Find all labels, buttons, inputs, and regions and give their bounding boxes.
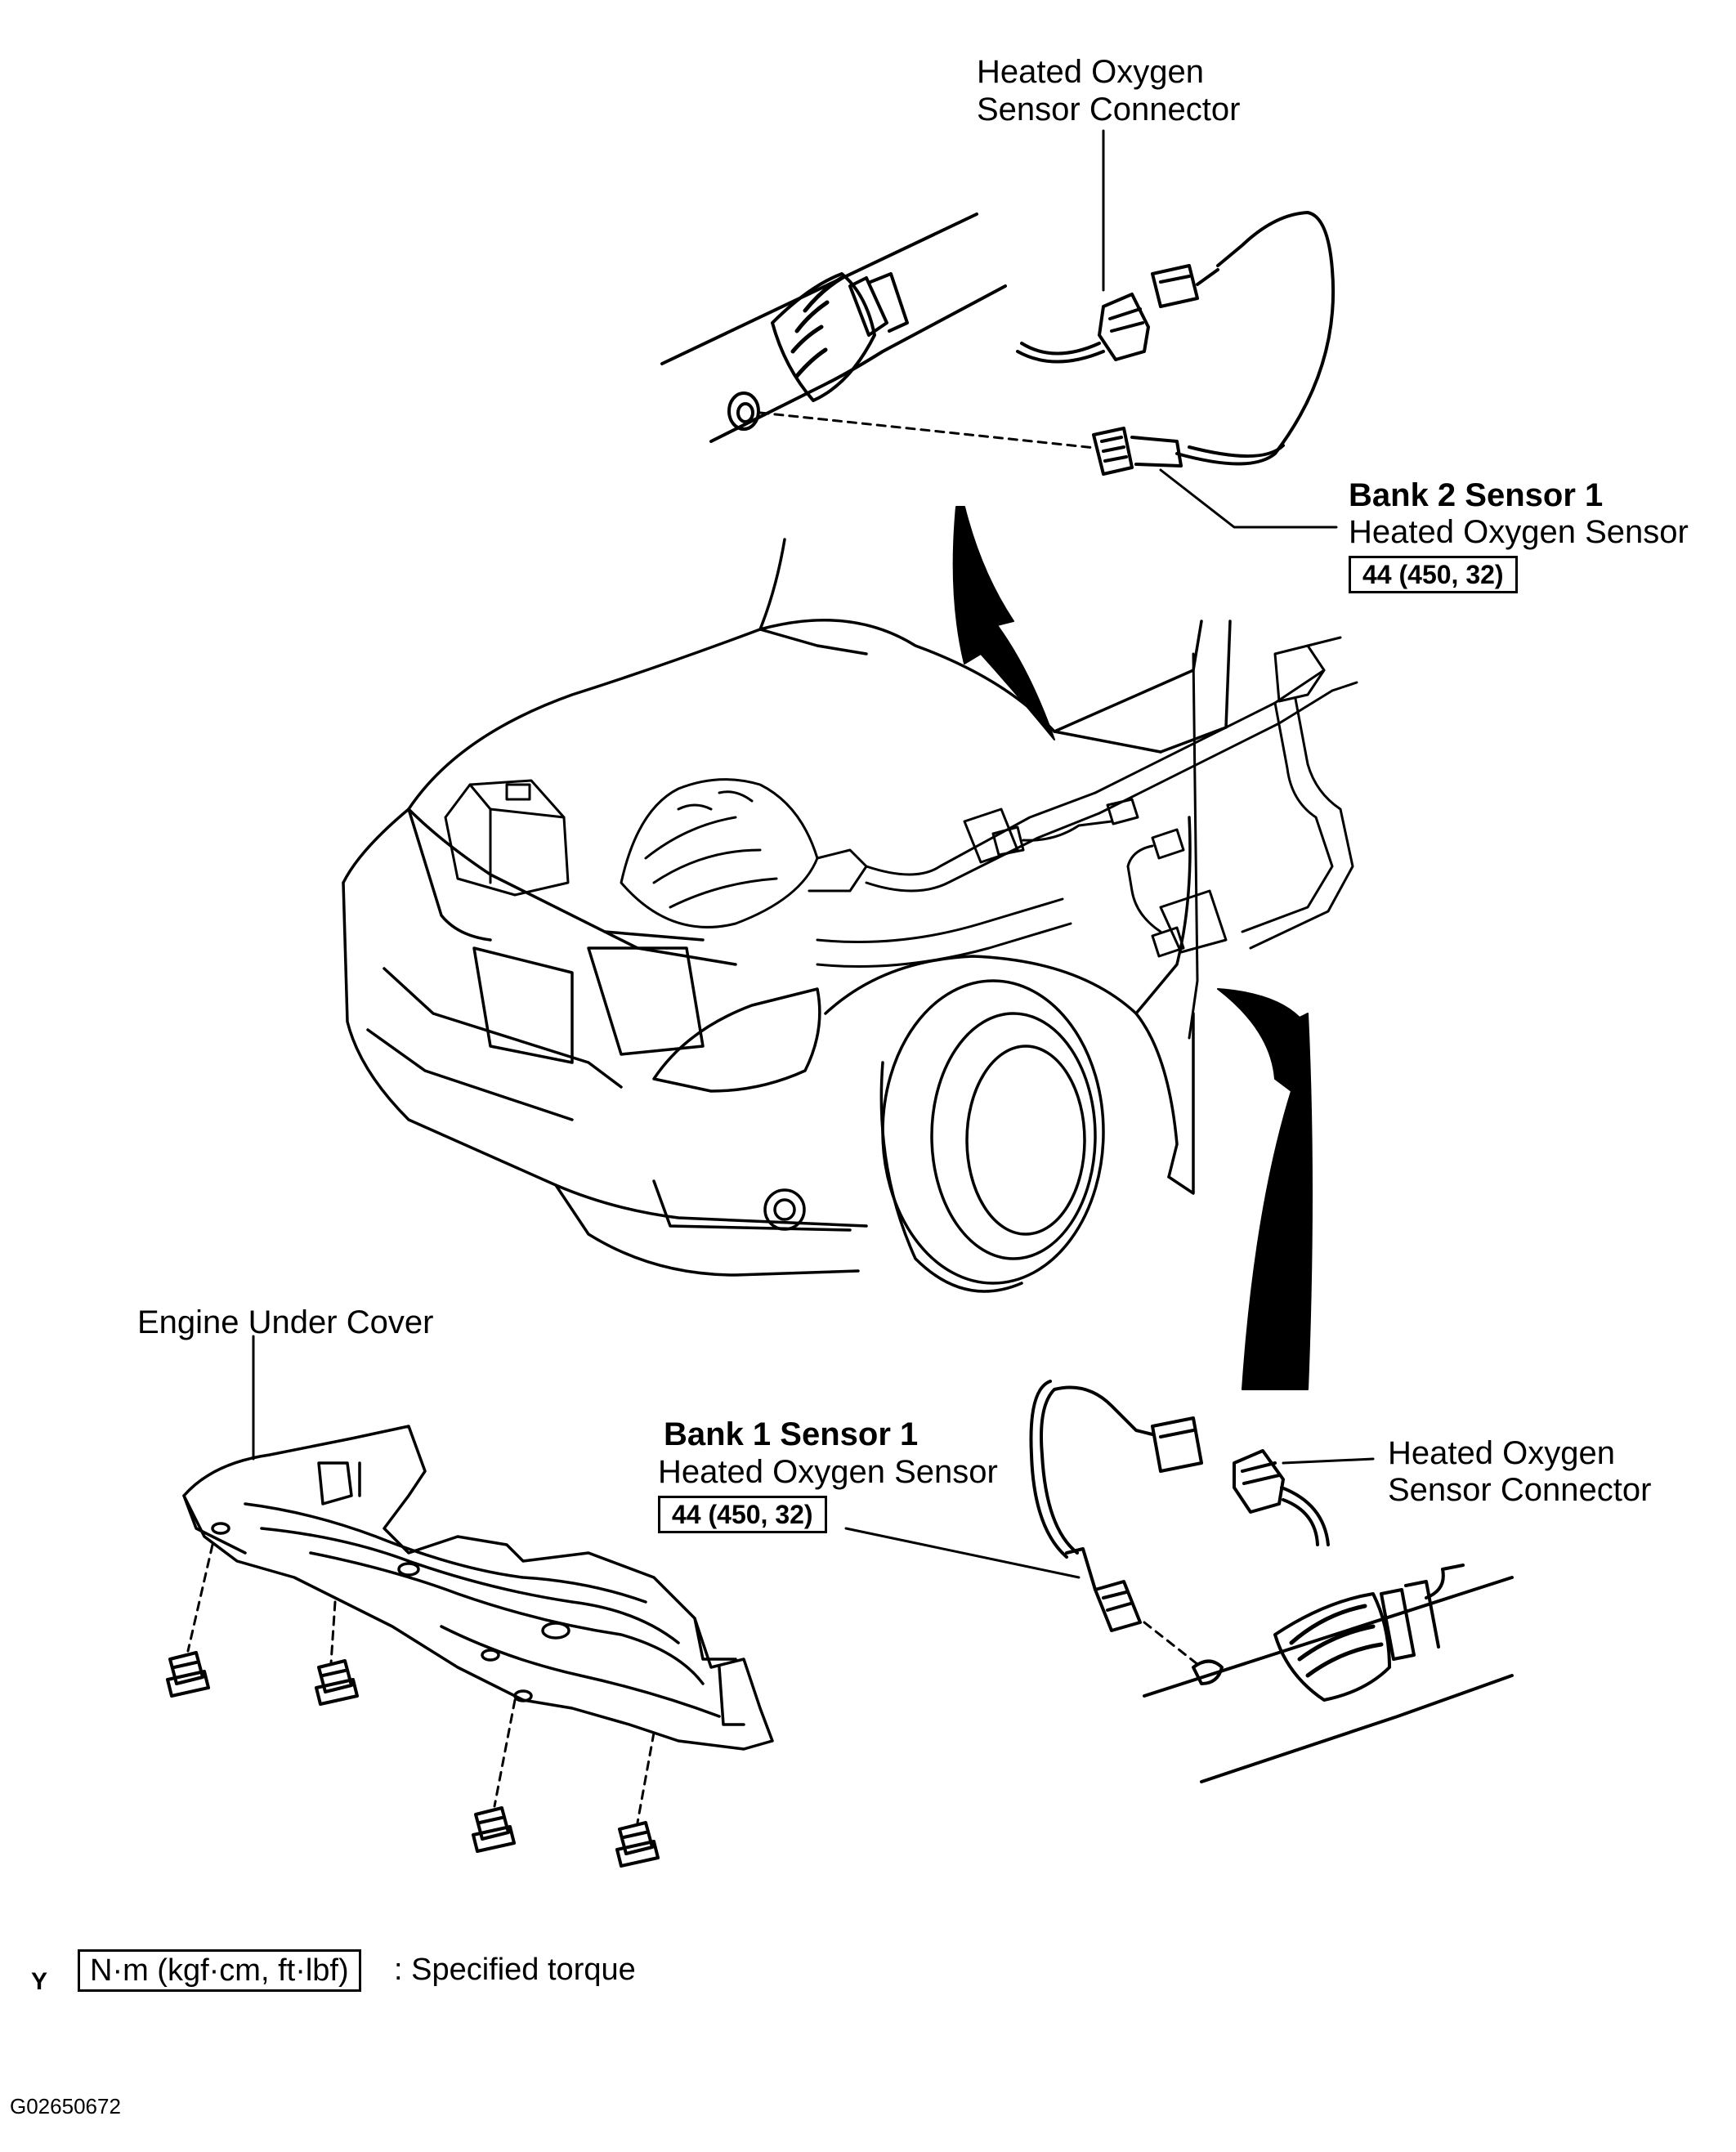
bank2-subtitle: Heated Oxygen Sensor bbox=[1349, 514, 1689, 550]
vehicle-front-illustration bbox=[342, 538, 1232, 1293]
bank1-title: Bank 1 Sensor 1 bbox=[664, 1416, 919, 1452]
bank1-subtitle: Heated Oxygen Sensor bbox=[658, 1454, 998, 1490]
top-connector-graphic bbox=[1016, 264, 1219, 364]
bank2-torque-box: 44 (450, 32) bbox=[1349, 556, 1518, 593]
figure-code: G02650672 bbox=[10, 2094, 121, 2118]
legend-marker: Y bbox=[31, 1968, 48, 1995]
engine-compartment bbox=[444, 636, 1358, 1040]
top-connector-label-line2: Sensor Connector bbox=[977, 92, 1241, 128]
bolt-icon bbox=[472, 1806, 516, 1853]
bolt-icon bbox=[315, 1659, 359, 1706]
legend-unit-box: N·m (kgf·cm, ft·lbf) bbox=[78, 1949, 361, 1992]
bolt-icon bbox=[615, 1821, 660, 1868]
bank1-torque-box: 44 (450, 32) bbox=[658, 1496, 827, 1533]
bottom-connector-label-line1: Heated Oxygen bbox=[1388, 1435, 1615, 1471]
bank2-leader bbox=[1159, 468, 1338, 529]
bank2-title: Bank 2 Sensor 1 bbox=[1349, 477, 1604, 513]
bank1-sensor-dashed-line bbox=[1143, 1621, 1203, 1669]
bolt-dashed-lines bbox=[186, 1543, 655, 1824]
bank2-sensor-dashed-line bbox=[758, 411, 1097, 450]
engine-under-cover-graphic bbox=[182, 1425, 774, 1751]
bottom-connector-label-line2: Sensor Connector bbox=[1388, 1472, 1652, 1508]
bank1-exhaust-pipe bbox=[1143, 1564, 1514, 1783]
bottom-connector-leader bbox=[1282, 1457, 1375, 1465]
upward-arrow-icon bbox=[1217, 988, 1313, 1390]
bank1-leader bbox=[844, 1527, 1081, 1579]
bank1-oxygen-sensor bbox=[1029, 1380, 1154, 1632]
legend-description: : Specified torque bbox=[394, 1953, 636, 1987]
under-cover-label: Engine Under Cover bbox=[137, 1304, 434, 1340]
bank2-exhaust-pipe bbox=[660, 213, 1007, 443]
downward-arrow-icon bbox=[952, 506, 1055, 740]
bottom-connector-graphic bbox=[1151, 1416, 1330, 1546]
top-connector-label-line1: Heated Oxygen bbox=[977, 54, 1204, 90]
bolt-icon bbox=[166, 1651, 210, 1698]
bank2-oxygen-sensor bbox=[1092, 211, 1336, 476]
